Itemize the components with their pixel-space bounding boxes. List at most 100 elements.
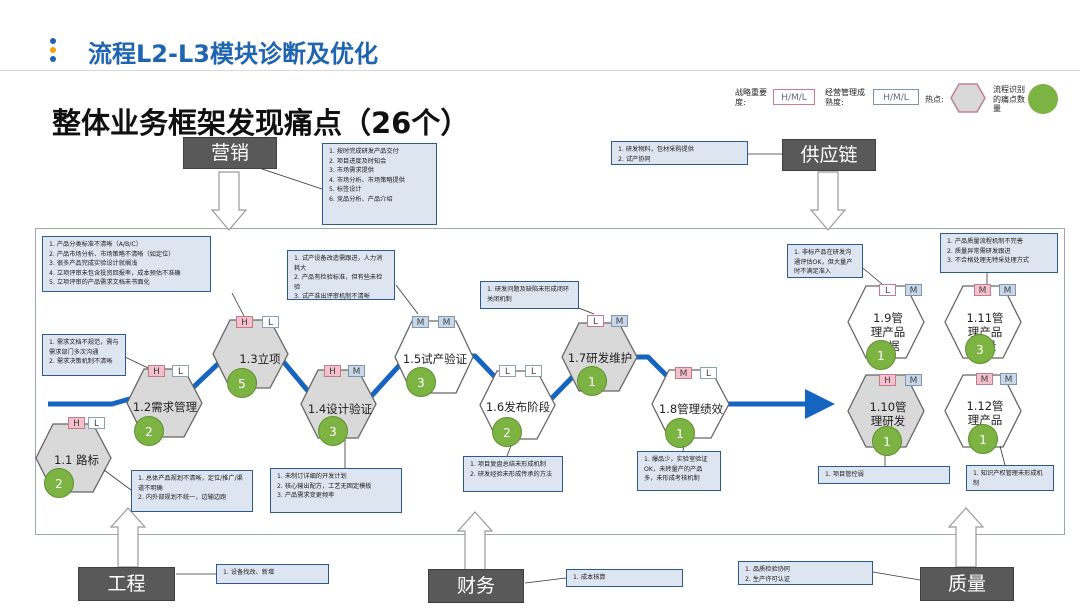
process-label: 1.1 路标 — [54, 453, 99, 467]
legend-count-label: 流程识别的痛点数量 — [993, 85, 1025, 114]
note-line: 1. 需求文档不规范，需与需求部门多次沟通 — [49, 339, 119, 356]
pain-count-circle: 1 — [866, 340, 896, 370]
pain-count-circle: 3 — [406, 367, 436, 397]
note-line: 1. 项目管控弱 — [825, 471, 864, 478]
page-title: 流程L2-L3模块诊断及优化 — [88, 40, 378, 68]
note-line: 1. 总体产品规划不清晰，定位/推广/渠道不明确 — [138, 475, 243, 492]
note-process-1-4: 1. 未制订详细的开发计划 2. 核心输出配方，工艺无固定模板 3. 产品需求变… — [270, 468, 402, 513]
importance-tag: M — [976, 373, 993, 385]
note-line: 2. 生产许可认证 — [745, 575, 790, 583]
importance-tag: H — [236, 316, 253, 328]
note-line: 1. 未制订详细的开发计划 — [277, 473, 347, 480]
note-line: 1. 非标产品在研发沟通评估OK，但大量产时不满足准入 — [794, 249, 853, 276]
supply-chain-arrow — [809, 171, 847, 231]
dept-marketing: 营销 — [183, 137, 277, 169]
header-dot — [50, 47, 56, 53]
note-line: 1. 试产设备改造需跟进，人力消耗大 — [294, 255, 383, 272]
note-finance: 1. 成本核算 — [566, 569, 683, 587]
legend-maturity-box: H/M/L — [873, 89, 919, 105]
note-line: 1. 按时完成研发产品交付 — [329, 148, 399, 155]
maturity-tag: M — [999, 284, 1016, 296]
note-line: 4. 立项评审未包含投资回报率，成本预估不准确 — [49, 269, 181, 277]
connector-quality — [872, 571, 921, 581]
pain-count-circle: 1 — [872, 426, 902, 456]
note-process-1-1: 1. 总体产品规划不清晰，定位/推广/渠道不明确 2. 内外部规划不统一，边输边… — [131, 470, 253, 512]
dept-supply-chain: 供应链 — [782, 139, 876, 171]
note-line: 1. 知识产权管理未形成机制 — [973, 470, 1043, 487]
connector-p13 — [231, 292, 245, 317]
note-line: 1. 研发物料，包材采购提供 — [618, 146, 694, 153]
process-label: 1.3立项 — [239, 352, 281, 366]
note-engineering: 1. 设备找改、新增 — [216, 564, 329, 584]
dept-finance: 财务 — [428, 569, 524, 603]
note-line: 3. 市场需求提供 — [329, 167, 374, 175]
note-line: 3. 很多产品完成实验设计就搁浅 — [49, 260, 138, 268]
pain-count-circle: 1 — [577, 366, 607, 396]
legend-count-circle — [1028, 84, 1058, 114]
process-label: 1.4设计验证 — [307, 402, 373, 416]
connector-marketing — [249, 164, 326, 191]
maturity-tag: M — [348, 365, 365, 377]
note-line: 1. 成本核算 — [573, 574, 606, 581]
pain-count-circle: 3 — [965, 334, 995, 364]
note-line: 2. 项目进度及时知会 — [329, 157, 387, 165]
header-divider — [0, 70, 1080, 71]
connector-p15 — [395, 284, 419, 315]
note-line: 1. 爆品少，实验室验证OK，未转量产的产品多，未形成考核机制 — [644, 456, 708, 483]
note-process-1-9: 1. 非标产品在研发沟通评估OK，但大量产时不满足准入 — [787, 244, 863, 278]
importance-tag: L — [587, 315, 604, 327]
process-label: 1.2需求管理 — [132, 400, 198, 414]
importance-tag: H — [879, 374, 896, 386]
importance-tag: M — [412, 316, 429, 328]
main-title: 整体业务框架发现痛点（26个） — [52, 106, 470, 140]
quality-arrow — [947, 507, 985, 568]
pain-count-circle: 3 — [318, 416, 348, 446]
note-line: 2. 试产协同 — [618, 155, 651, 163]
hex-1-4 — [300, 369, 377, 439]
hex-1-10 — [847, 374, 925, 448]
hex-1-11 — [944, 285, 1022, 359]
note-line: 6. 竞品分析、产品介绍 — [329, 196, 393, 204]
note-line: 1. 产品质量流程机制不完善 — [947, 238, 1023, 245]
note-line: 2. 研发经验未形成传承的方法 — [470, 470, 553, 478]
pain-count-circle: 2 — [492, 417, 522, 447]
note-process-1-6: 1. 项目复盘总结未形成机制 2. 研发经验未形成传承的方法 — [463, 456, 563, 492]
dept-engineering: 工程 — [78, 567, 175, 601]
pain-count-circle: 1 — [968, 424, 998, 454]
note-line: 3. 不合格处理无特采处理方式 — [947, 257, 1030, 265]
connector-finance — [524, 577, 567, 584]
note-process-1-10: 1. 项目管控弱 — [818, 466, 950, 484]
pain-count-circle: 2 — [44, 468, 74, 498]
hex-1-12 — [944, 374, 1022, 448]
note-line: 1. 设备找改、新增 — [223, 569, 275, 576]
maturity-tag: L — [172, 365, 189, 377]
note-process-1-11: 1. 产品质量流程机制不完善 2. 质量异常需研发跟进 3. 不合格处理无特采处… — [940, 233, 1058, 273]
note-line: 2. 产品有检验标准，但有些未检验 — [294, 274, 383, 291]
note-line: 1. 研发问题及缺陷未形成闭环关闭机制 — [487, 286, 570, 303]
maturity-tag: M — [905, 374, 922, 386]
note-line: 2. 质量异常需研发跟进 — [947, 247, 1011, 255]
connector-p12 — [124, 356, 149, 369]
note-line: 2. 核心输出配方，工艺无固定模板 — [277, 482, 372, 490]
legend-maturity-label: 经营管理成熟度: — [825, 88, 865, 107]
connector-p11 — [103, 469, 132, 491]
note-process-1-8: 1. 爆品少，实验室验证OK，未转量产的产品多，未形成考核机制 — [637, 451, 721, 491]
pain-count-circle: 2 — [134, 416, 164, 446]
note-process-1-3: 1. 产品分类标准不清晰（A/B/C） 2. 产品市场分析、市场策略不清晰（如定… — [42, 236, 211, 292]
importance-tag: H — [148, 365, 165, 377]
note-line: 3. 产品需求变更频率 — [277, 492, 335, 500]
importance-tag: M — [675, 367, 692, 379]
maturity-tag: L — [88, 417, 105, 429]
maturity-tag: M — [905, 284, 922, 296]
note-line: 2. 产品市场分析、市场策略不清晰（如定位） — [49, 250, 175, 258]
legend-strategic-label: 战略重要度: — [735, 88, 767, 107]
process-label: 1.8管理绩效 — [658, 402, 724, 416]
note-line: 3. 试产准出评审机制不清晰 — [294, 293, 370, 301]
dept-quality: 质量 — [920, 567, 1014, 601]
note-process-1-7: 1. 研发问题及缺陷未形成闭环关闭机制 — [480, 281, 579, 309]
legend-strategic-box: H/M/L — [773, 89, 815, 105]
note-marketing: 1. 按时完成研发产品交付 2. 项目进度及时知会 3. 市场需求提供 4. 市… — [322, 143, 437, 225]
maturity-tag: M — [1000, 373, 1017, 385]
engineering-arrow — [109, 507, 147, 568]
importance-tag: H — [324, 365, 341, 377]
